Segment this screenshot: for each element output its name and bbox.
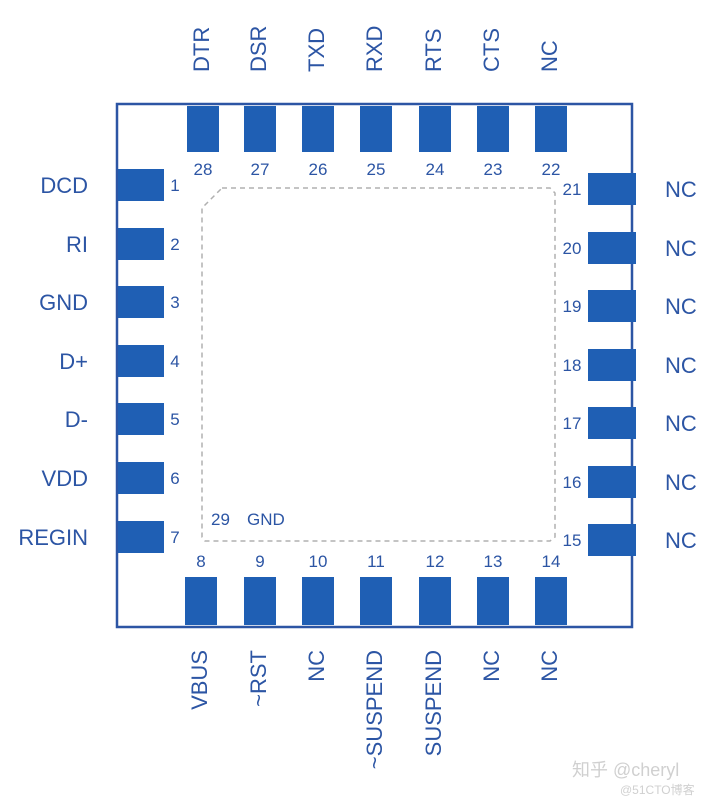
pin-label-16: NC — [665, 470, 697, 495]
pin-number-22: 22 — [542, 160, 561, 179]
pin-number-8: 8 — [196, 552, 205, 571]
watermark-main: 知乎 @cheryl — [572, 760, 679, 780]
pin-number-20: 20 — [563, 239, 582, 258]
pin-pad-10 — [302, 577, 334, 625]
pin-pad-21 — [588, 173, 636, 205]
pin-label-4: D+ — [59, 349, 88, 374]
pin-number-28: 28 — [194, 160, 213, 179]
pin-pad-9 — [244, 577, 276, 625]
pin-label-13: NC — [479, 650, 504, 682]
pin-number-14: 14 — [542, 552, 561, 571]
pin-label-17: NC — [665, 411, 697, 436]
pin-pad-17 — [588, 407, 636, 439]
pin-pad-15 — [588, 524, 636, 556]
pin-pad-25 — [360, 106, 392, 152]
pin-pad-12 — [419, 577, 451, 625]
pin-label-7: REGIN — [18, 525, 88, 550]
pin-pad-3 — [118, 286, 164, 318]
pin-pad-13 — [477, 577, 509, 625]
pin-label-3: GND — [39, 290, 88, 315]
pin-pad-19 — [588, 290, 636, 322]
pin-number-2: 2 — [170, 235, 179, 254]
pin-pad-6 — [118, 462, 164, 494]
pin-label-18: NC — [665, 353, 697, 378]
pin-number-21: 21 — [563, 180, 582, 199]
pin-pad-11 — [360, 577, 392, 625]
pin-number-9: 9 — [255, 552, 264, 571]
pin-label-11: ~SUSPEND — [362, 650, 387, 769]
pin-number-23: 23 — [484, 160, 503, 179]
pin-label-20: NC — [665, 236, 697, 261]
pin-label-19: NC — [665, 294, 697, 319]
pin-pad-14 — [535, 577, 567, 625]
pin-pad-24 — [419, 106, 451, 152]
pin-label-14: NC — [537, 650, 562, 682]
pin-pad-28 — [187, 106, 219, 152]
pin-pad-20 — [588, 232, 636, 264]
exposed-pad-outline — [201, 187, 556, 542]
pin-number-3: 3 — [170, 293, 179, 312]
pin-label-8: VBUS — [187, 650, 212, 710]
pin-number-26: 26 — [309, 160, 328, 179]
pin-number-6: 6 — [170, 469, 179, 488]
pin-label-6: VDD — [42, 466, 88, 491]
pin-number-19: 19 — [563, 297, 582, 316]
pin-number-11: 11 — [367, 552, 385, 571]
pin-number-4: 4 — [170, 352, 179, 371]
pin-label-24: RTS — [421, 28, 446, 72]
pin-number-12: 12 — [426, 552, 445, 571]
pin-label-23: CTS — [479, 28, 504, 72]
pin-number-15: 15 — [563, 531, 582, 550]
pin-pad-16 — [588, 466, 636, 498]
pin-number-24: 24 — [426, 160, 445, 179]
pin-number-13: 13 — [484, 552, 503, 571]
pin-label-27: DSR — [246, 26, 271, 72]
pin-number-1: 1 — [170, 176, 179, 195]
pin-pad-1 — [118, 169, 164, 201]
pin-label-2: RI — [66, 232, 88, 257]
left-pins: 1 DCD 2 RI 3 GND 4 D+ 5 D- 6 VDD 7 REGIN — [18, 169, 180, 553]
watermark-sub: @51CTO博客 — [620, 782, 695, 797]
pin-pad-8 — [185, 577, 217, 625]
pin-pad-4 — [118, 345, 164, 377]
pin-label-10: NC — [304, 650, 329, 682]
pin-label-26: TXD — [304, 28, 329, 72]
pin-pad-18 — [588, 349, 636, 381]
pin-label-1: DCD — [40, 173, 88, 198]
pin-number-5: 5 — [170, 410, 179, 429]
pin-pad-22 — [535, 106, 567, 152]
pin-number-25: 25 — [367, 160, 386, 179]
pin-pad-5 — [118, 403, 164, 435]
top-pins: 28 DTR 27 DSR 26 TXD 25 RXD 24 RTS 23 CTS 22 NC — [187, 26, 567, 179]
pin-pad-2 — [118, 228, 164, 260]
pin-number-7: 7 — [170, 528, 179, 547]
pin-pad-27 — [244, 106, 276, 152]
center-pad-number: 29 — [211, 510, 230, 529]
pin-label-25: RXD — [362, 26, 387, 72]
pin-number-27: 27 — [251, 160, 270, 179]
pin-number-18: 18 — [563, 356, 582, 375]
center-pad-label: GND — [247, 510, 285, 529]
pin-pad-26 — [302, 106, 334, 152]
pin-label-21: NC — [665, 177, 697, 202]
pin-label-15: NC — [665, 528, 697, 553]
pin-label-28: DTR — [189, 27, 214, 72]
pin-label-9: ~RST — [246, 650, 271, 707]
pin-label-22: NC — [537, 40, 562, 72]
pin-pad-23 — [477, 106, 509, 152]
pin-number-10: 10 — [309, 552, 328, 571]
pin-pad-7 — [118, 521, 164, 553]
pin-label-5: D- — [65, 407, 88, 432]
pin-label-12: SUSPEND — [421, 650, 446, 756]
pin-number-17: 17 — [563, 414, 582, 433]
pin-number-16: 16 — [563, 473, 582, 492]
